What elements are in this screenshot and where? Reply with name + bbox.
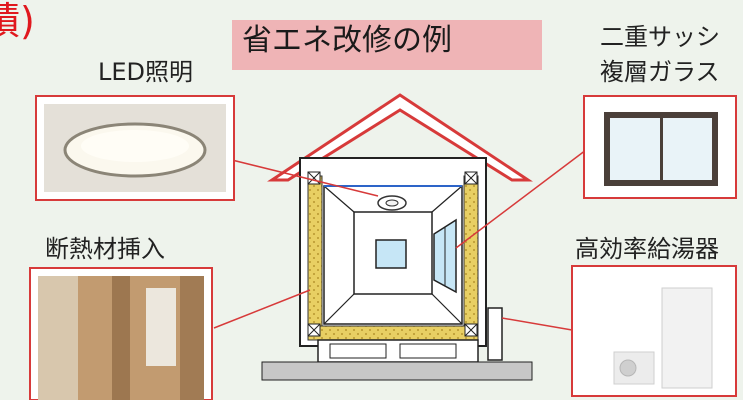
page-title: 省エネ改修の例 [242,23,452,58]
right-wall-insulation [463,175,479,333]
leader-lines [213,149,587,331]
corner-marks [307,171,478,337]
window-label-line2: 複層ガラス [600,58,720,86]
cropped-title: 積) [0,0,35,43]
left-wall-insulation [307,175,323,333]
heater-unit [487,307,503,361]
water-heater-label: 高効率給湯器 [575,235,719,263]
title-box [232,20,542,70]
floor-insulation [307,325,479,341]
window-label-line1: 二重サッシ [600,23,720,51]
led-label: LED照明 [98,58,194,86]
room-window [375,239,407,269]
water-heater-tank [661,287,713,389]
insulation-label: 断熱材挿入 [45,235,165,263]
foundation-ground [261,361,533,381]
roof-outline [267,93,533,182]
